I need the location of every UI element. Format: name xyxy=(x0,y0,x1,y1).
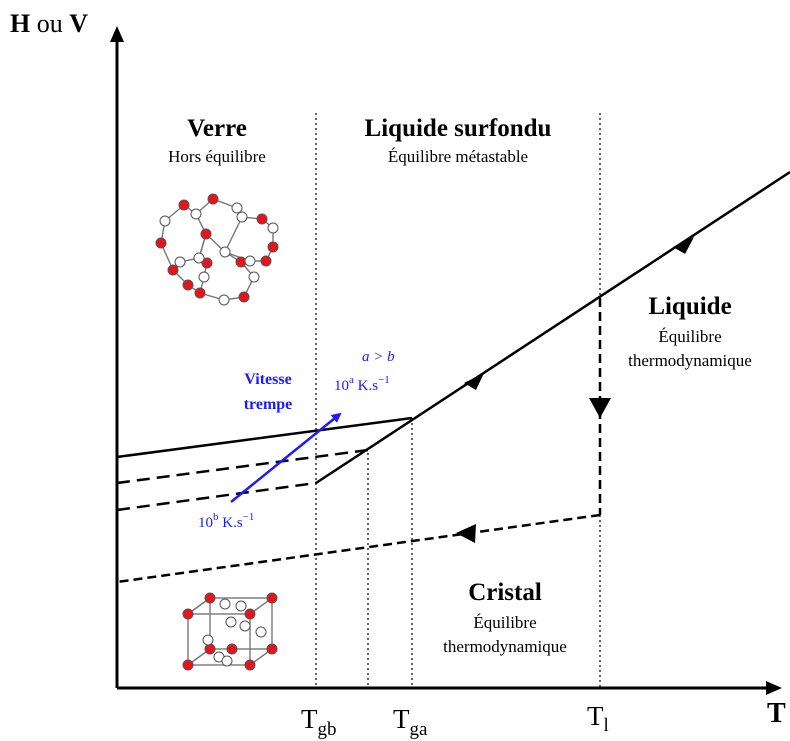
surfondu-title: Liquide surfondu xyxy=(365,115,552,142)
drop-arrow xyxy=(589,398,611,418)
liquid-line xyxy=(315,170,790,485)
y-axis-label: H ou V xyxy=(10,9,88,38)
glass-line-slow xyxy=(116,416,413,459)
x-axis-label: T xyxy=(767,698,786,729)
crystal-cell-icon xyxy=(182,592,278,671)
glass-line-mid xyxy=(116,448,369,485)
liquide-subtitle-2: thermodynamique xyxy=(628,351,752,370)
a-gt-b-label: a > b xyxy=(362,349,395,365)
tick-tl: Tl xyxy=(587,701,609,736)
trempe-label: trempe xyxy=(244,396,293,413)
region-labels: Verre Hors équilibre Liquide surfondu Éq… xyxy=(168,115,752,656)
curves xyxy=(116,170,790,584)
crystal-arrow xyxy=(456,524,476,543)
quench-rate-arrow xyxy=(230,412,342,503)
liquide-subtitle-1: Équilibre xyxy=(658,327,721,346)
cristal-title: Cristal xyxy=(468,579,542,606)
verre-title: Verre xyxy=(187,115,247,142)
tick-tgb: Tgb xyxy=(301,704,337,740)
cristal-subtitle-1: Équilibre xyxy=(473,613,536,632)
rate-a-label: 10a K.s−1 xyxy=(334,374,390,394)
cristal-subtitle-2: thermodynamique xyxy=(443,637,567,656)
direction-arrows xyxy=(456,237,694,543)
x-axis-arrowhead xyxy=(766,681,782,695)
tick-tga: Tga xyxy=(393,704,428,740)
liquide-title: Liquide xyxy=(648,293,731,320)
temperature-guides xyxy=(315,113,601,688)
quench-annotations: a > b 10a K.s−1 10b K.s−1 Vitesse trempe xyxy=(198,349,395,531)
verre-subtitle: Hors équilibre xyxy=(168,147,266,166)
rate-b-label: 10b K.s−1 xyxy=(198,511,254,531)
surfondu-subtitle: Équilibre métastable xyxy=(388,147,528,166)
glass-network-icon xyxy=(155,193,279,306)
vitesse-label: Vitesse xyxy=(244,371,291,388)
crystal-line xyxy=(116,513,601,584)
liquid-arrow-lower xyxy=(464,373,484,390)
y-axis-arrowhead xyxy=(110,26,124,42)
glass-line-fast xyxy=(116,481,317,512)
axes xyxy=(110,26,782,695)
liquid-arrow-upper xyxy=(673,237,694,254)
